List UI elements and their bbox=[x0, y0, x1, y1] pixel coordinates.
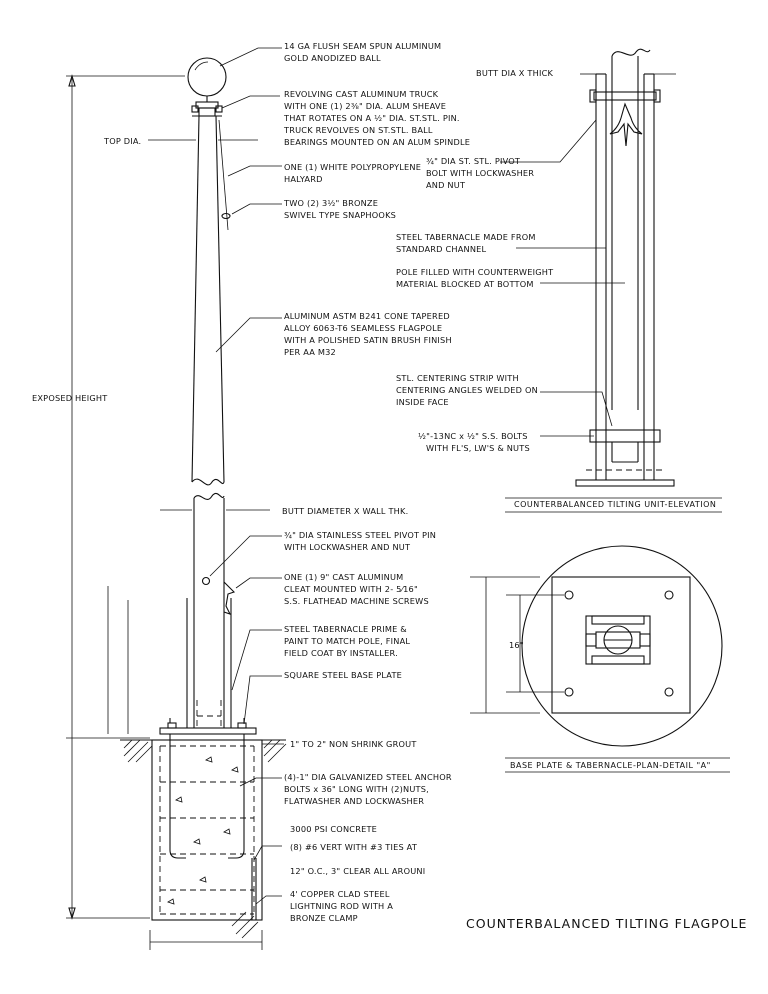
tilting-unit-elevation bbox=[500, 48, 676, 487]
plan-base-plate bbox=[551, 576, 691, 714]
tabernacle bbox=[186, 598, 232, 728]
grade-hatch bbox=[120, 739, 287, 939]
revolving-truck bbox=[191, 101, 223, 117]
pivot-pin bbox=[201, 576, 211, 586]
elevation-caption: COUNTERBALANCED TILTING UNIT-ELEVATION bbox=[514, 500, 716, 509]
top-dia-label: TOP DIA. bbox=[103, 136, 141, 146]
base-plate bbox=[159, 718, 257, 735]
base-plate-plan-detail: 16" bbox=[470, 545, 723, 747]
cleat bbox=[223, 581, 236, 615]
leader-lines bbox=[209, 47, 284, 905]
drawing-title: COUNTERBALANCED TILTING FLAGPOLE bbox=[466, 916, 747, 931]
plan-tabernacle bbox=[585, 615, 651, 665]
snaphook bbox=[221, 212, 231, 220]
concrete-label: 3000 PSI CONCRETE bbox=[290, 824, 377, 834]
lower-pole bbox=[193, 498, 236, 728]
gold-ball bbox=[187, 57, 227, 97]
exposed-height-label: EXPOSED HEIGHT bbox=[32, 393, 108, 403]
elevation-cleat bbox=[609, 102, 643, 147]
tapered-pole bbox=[191, 115, 229, 500]
butt-wall-label: BUTT DIAMETER X WALL THK. bbox=[282, 506, 408, 516]
dimension-lines bbox=[66, 74, 270, 950]
grout-label: 1" TO 2" NON SHRINK GROUT bbox=[290, 739, 417, 749]
main-pole-elevation bbox=[66, 47, 287, 950]
dimension-16-label: 16" bbox=[509, 640, 524, 650]
plan-circle bbox=[521, 545, 723, 747]
butt-dia-thick-label: BUTT DIA X THICK bbox=[476, 68, 553, 78]
base-plate-label: SQUARE STEEL BASE PLATE bbox=[284, 670, 402, 680]
concrete-foundation bbox=[151, 734, 263, 921]
plan-caption: BASE PLATE & TABERNACLE-PLAN-DETAIL "A" bbox=[510, 761, 711, 770]
tabernacle-prime-label: STEEL TABERNACLE PRIME &PAINT TO MATCH P… bbox=[284, 624, 410, 658]
